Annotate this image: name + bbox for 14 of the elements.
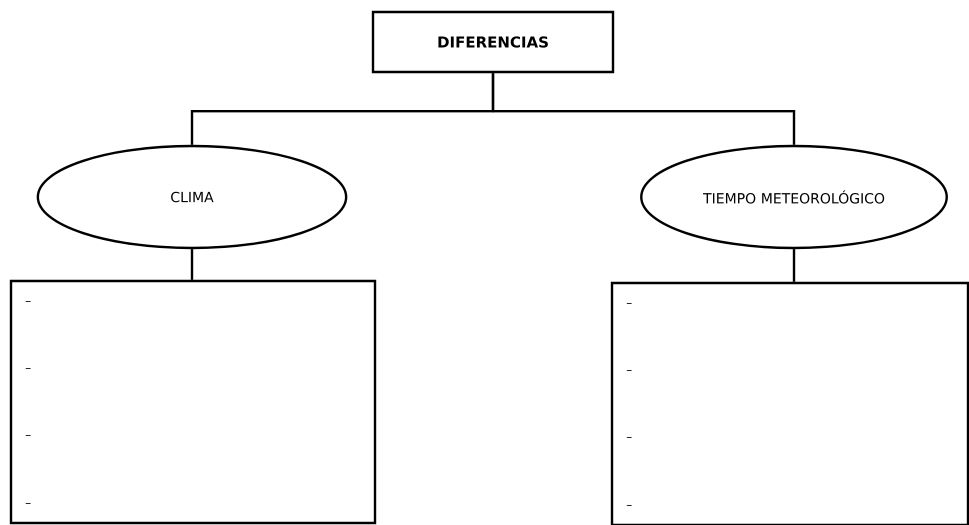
connector-line: [492, 73, 796, 145]
bullet-dash: –: [626, 303, 632, 304]
bullet-dash: –: [26, 435, 31, 436]
bullet-dash: –: [26, 301, 31, 302]
connector-line: [792, 249, 796, 282]
bullet-dash: –: [26, 503, 31, 504]
answer-box: [610, 282, 969, 525]
connector-line: [190, 249, 194, 280]
bullet-dash: –: [626, 370, 632, 371]
answer-box: [10, 280, 376, 524]
bullet-dash: –: [626, 505, 632, 506]
bullet-dash: –: [26, 368, 31, 369]
bullet-dash: –: [626, 437, 632, 438]
title-box: DIFERENCIAS: [372, 10, 614, 74]
